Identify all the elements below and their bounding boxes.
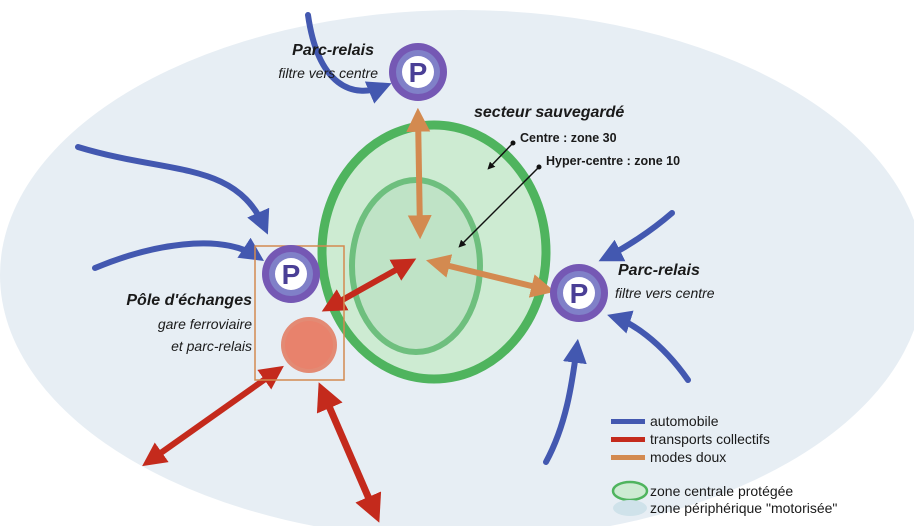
parc-relais-right-title: Parc-relais: [618, 262, 700, 279]
transit-flow-southwest: [142, 365, 284, 467]
pole-echanges-subtitle-2: et parc-relais: [171, 338, 252, 354]
legend-swatch-modes-doux: [611, 455, 645, 460]
parking-sign-icon: P: [262, 245, 320, 303]
parc-relais-top-subtitle: filtre vers centre: [278, 65, 378, 81]
legend-label-zone-peripherique: zone périphérique "motorisée": [650, 500, 838, 516]
legend-swatch-automobile: [611, 419, 645, 424]
auto-flow-northwest: [75, 144, 270, 235]
transit-flow-to-centre: [321, 258, 417, 312]
legend-label-automobile: automobile: [650, 413, 719, 429]
auto-flow-north: [305, 12, 392, 104]
parking-sign-icon: P: [389, 43, 447, 101]
soft-mode-flow-right: [426, 254, 555, 298]
parking-letter: P: [282, 259, 301, 290]
exchange-hub-box: [254, 245, 345, 381]
centre-zone-label: Centre : zone 30: [520, 131, 617, 145]
parking-sign-icon: P: [550, 264, 608, 322]
auto-flow-south: [543, 338, 587, 465]
soft-mode-flow-top: [406, 107, 432, 240]
parking-letter: P: [409, 57, 428, 88]
legend-label-modes-doux: modes doux: [650, 449, 727, 465]
pole-echanges-subtitle-1: gare ferroviaire: [157, 316, 252, 332]
legend-label-transports: transports collectifs: [650, 431, 770, 447]
legend-swatch-zone-peripherique: [613, 500, 647, 516]
legend-label-zone-centrale: zone centrale protégée: [650, 483, 794, 499]
pole-echanges-title: Pôle d'échanges: [126, 292, 252, 309]
transit-flow-south: [316, 382, 382, 523]
auto-flow-east: [607, 310, 691, 383]
secteur-sauvegarde-label: secteur sauvegardé: [474, 104, 625, 121]
parc-relais-top-title: Parc-relais: [292, 42, 374, 59]
auto-flow-northeast: [598, 210, 675, 262]
legend-swatch-transports: [611, 437, 645, 442]
centre-zone-pointer: [487, 142, 514, 170]
auto-flow-west: [92, 237, 265, 271]
hyper-centre-zone-label: Hyper-centre : zone 10: [546, 154, 681, 168]
hyper-zone-pointer: [458, 166, 540, 248]
legend-swatch-zone-centrale: [611, 480, 649, 502]
station-circle-icon: [281, 317, 337, 373]
parking-letter: P: [570, 278, 589, 309]
parc-relais-right-subtitle: filtre vers centre: [615, 285, 715, 301]
